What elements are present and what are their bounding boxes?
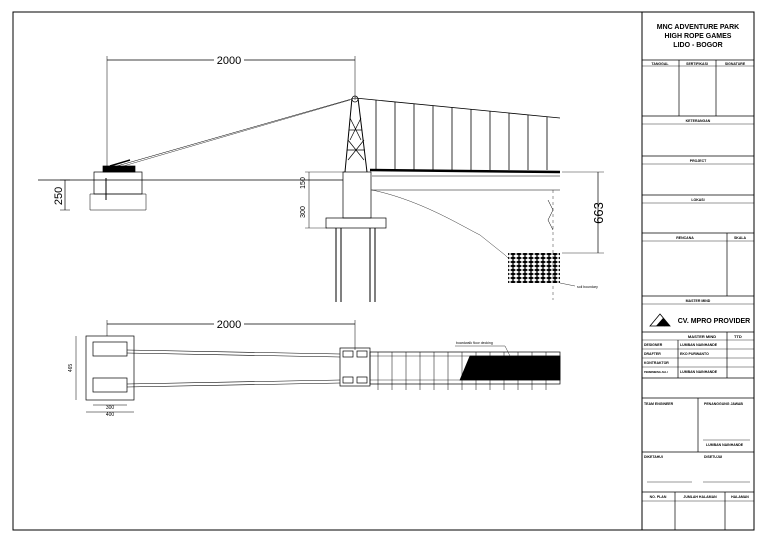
project-title-line-3: LIDO - BOGOR xyxy=(673,42,722,49)
plan-width-label: 465 xyxy=(68,364,74,373)
company-logo: mpro xyxy=(649,313,671,327)
top-chord xyxy=(354,97,561,119)
project-title-line-1: MNC ADVENTURE PARK xyxy=(657,24,739,31)
jumlah-halaman-label: JUMLAH HALAMAN xyxy=(683,495,717,499)
col-sertifikasi: SERTIFIKASI xyxy=(686,62,708,66)
anchor-plate xyxy=(102,165,136,173)
halaman-label: HALAMAN xyxy=(731,495,749,499)
elevation-height-left-label: 250 xyxy=(53,187,65,205)
plan-dim-300-label: 300 xyxy=(106,405,115,411)
project-title-line-2: HIGH ROPE GAMES xyxy=(665,33,732,40)
anchor-block-plan xyxy=(85,335,135,401)
tower xyxy=(344,95,368,173)
pembimbing-name: LUMBAN NAINHANDE xyxy=(680,370,718,374)
pembimbing-label: PEMBIMBING AHLI xyxy=(644,370,668,374)
elevation-small-150-label: 150 xyxy=(300,177,307,189)
soil-hatch xyxy=(508,253,560,283)
master-mind-header: MASTER MIND xyxy=(686,299,711,303)
deck-joists xyxy=(377,352,547,390)
company-name: CV. MPRO PROVIDER xyxy=(678,318,750,325)
plan-dim-400-label: 400 xyxy=(106,412,115,418)
rencana-label: RENCANA xyxy=(676,236,694,240)
mm-label: MASTER MIND xyxy=(688,334,716,339)
plan-note: boardwalk floor decking xyxy=(456,341,493,345)
diketahui-label: DIKETAHUI xyxy=(644,455,663,459)
bridge-deck xyxy=(369,168,561,174)
col-signature: SIGNATURE xyxy=(725,62,746,66)
ttd-label: TTD xyxy=(734,334,742,339)
no-plan-label: NO. PLAN xyxy=(650,495,667,499)
penanggung-jawab-name: LUMBAN NAINHANDE xyxy=(706,443,744,447)
pile-cap xyxy=(325,217,387,229)
anchor-footing xyxy=(93,171,143,195)
ground-note: soil boundary xyxy=(577,285,598,289)
project-label: PROJECT xyxy=(690,159,707,163)
elevation-view: 2000 250 xyxy=(38,54,606,302)
title-block-border xyxy=(641,11,755,531)
plan-view: 2000 465 300 400 boardwalk floor decking xyxy=(68,318,561,418)
pier-plan xyxy=(339,347,371,387)
skala-label: SKALA xyxy=(734,236,747,240)
elevation-small-300-label: 300 xyxy=(300,206,307,218)
penanggung-jawab-label: PENANGGUNG JAWAB xyxy=(704,402,743,406)
elevation-height-right-label: 663 xyxy=(591,202,606,224)
title-block: MNC ADVENTURE PARK HIGH ROPE GAMES LIDO … xyxy=(642,24,754,530)
kontraktor-label: KONTRAKTOR xyxy=(644,361,669,365)
deck-decking-fill xyxy=(459,355,561,381)
designer-label: DESIGNER xyxy=(644,343,663,347)
disetujui-label: DISETUJUI xyxy=(704,455,722,459)
logo-text: mpro xyxy=(662,323,669,327)
pier-column xyxy=(342,171,372,219)
drafter-label: DRAFTER xyxy=(644,352,661,356)
keterangan-label: KETERANGAN xyxy=(686,119,711,123)
designer-name: LUMBAN NAINHANDE xyxy=(680,343,718,347)
team-engineer-label: TEAM ENGINEER xyxy=(644,402,674,406)
drafter-name: EKO PURWANTO xyxy=(680,352,709,356)
lokasi-label: LOKASI xyxy=(691,198,704,202)
col-tanggal: TANGGAL xyxy=(651,62,669,66)
plan-span-label: 2000 xyxy=(217,319,241,331)
elevation-span-label: 2000 xyxy=(217,55,241,67)
bridge-hangers xyxy=(375,100,548,170)
